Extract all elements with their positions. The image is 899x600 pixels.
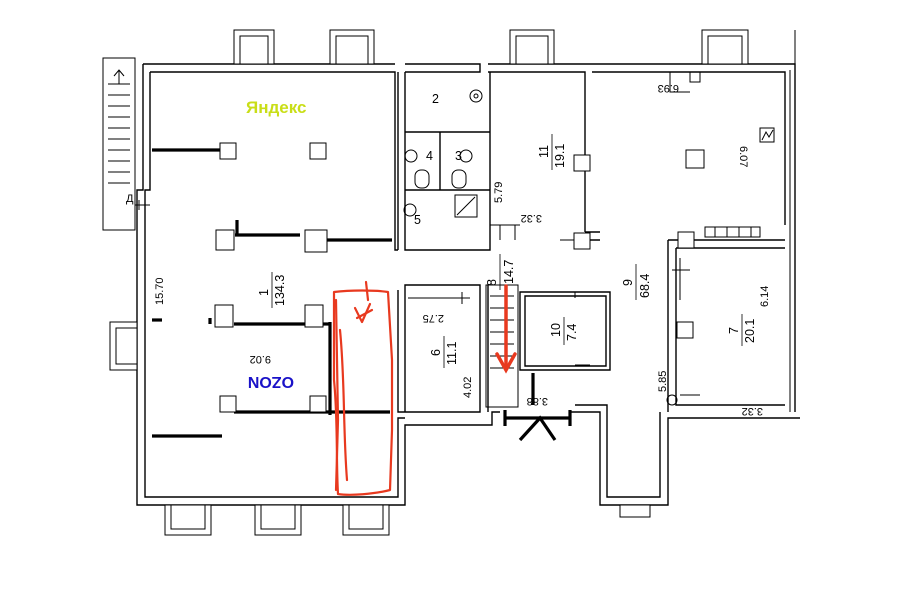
interior-stair (485, 284, 519, 408)
room-11-area: 19.1 (553, 144, 567, 168)
dim-9-02: 9.02 (250, 353, 271, 365)
dim-3-32-top: 3.32 (521, 212, 542, 224)
dimension-labels: 15.70 9.02 5.79 3.32 6.93 6.07 6.14 5.85… (126, 82, 771, 417)
dim-5-85: 5.85 (657, 371, 669, 392)
dim-3-32-bottom: 3.32 (742, 405, 763, 417)
room-2-number: 2 (432, 92, 439, 106)
room-labels: 2 3 4 5 1 134.3 11 19.1 6 11.1 10 7.4 7 … (257, 92, 757, 368)
ozon-label: OZON (248, 373, 294, 390)
dim-6-14: 6.14 (759, 286, 771, 307)
room-9-label: 9 68.4 (621, 264, 652, 300)
dim-3-88: 3.88 (527, 395, 548, 407)
room-7-label: 7 20.1 (727, 314, 757, 346)
dim-5-79: 5.79 (493, 182, 505, 203)
dim-6-07: 6.07 (737, 146, 749, 167)
dim-6-93: 6.93 (658, 82, 679, 94)
dim-15-70: 15.70 (154, 277, 166, 305)
dim-2-75: 2.75 (423, 312, 444, 324)
yandex-label: Яндекс (246, 98, 306, 117)
room-8-area: 14.7 (502, 260, 516, 284)
room-7-area: 20.1 (743, 319, 757, 343)
room-10-number: 10 (549, 323, 563, 337)
room-8-label: 8 14.7 (485, 254, 516, 290)
room-6-area: 11.1 (445, 342, 459, 365)
windows (109, 29, 796, 536)
highlight-annotation (332, 280, 394, 496)
room-1-label: 1 134.3 (257, 272, 287, 308)
sanitary-fixtures (403, 71, 775, 406)
room-8-number: 8 (485, 279, 499, 286)
room-11-label: 11 19.1 (537, 134, 567, 170)
door-marker: Д (126, 193, 134, 205)
room-6-number: 6 (429, 349, 443, 356)
columns (214, 142, 705, 413)
room-9-number: 9 (621, 279, 635, 286)
room-6-label: 6 11.1 (429, 336, 459, 368)
arrow-down-icon (495, 284, 517, 374)
room-1-number: 1 (257, 289, 271, 296)
room-10-area: 7.4 (565, 324, 579, 341)
room-4-number: 4 (426, 149, 433, 163)
partitions (152, 148, 572, 442)
dim-4-02: 4.02 (462, 377, 474, 398)
room-1-area: 134.3 (273, 275, 287, 306)
room-3-number: 3 (455, 149, 462, 163)
room-5-number: 5 (414, 213, 421, 227)
exterior-stair (102, 57, 150, 231)
room-9-area: 68.4 (638, 274, 652, 298)
room-7-number: 7 (727, 327, 741, 334)
room-10-label: 10 7.4 (549, 317, 579, 345)
room-11-number: 11 (537, 145, 551, 158)
